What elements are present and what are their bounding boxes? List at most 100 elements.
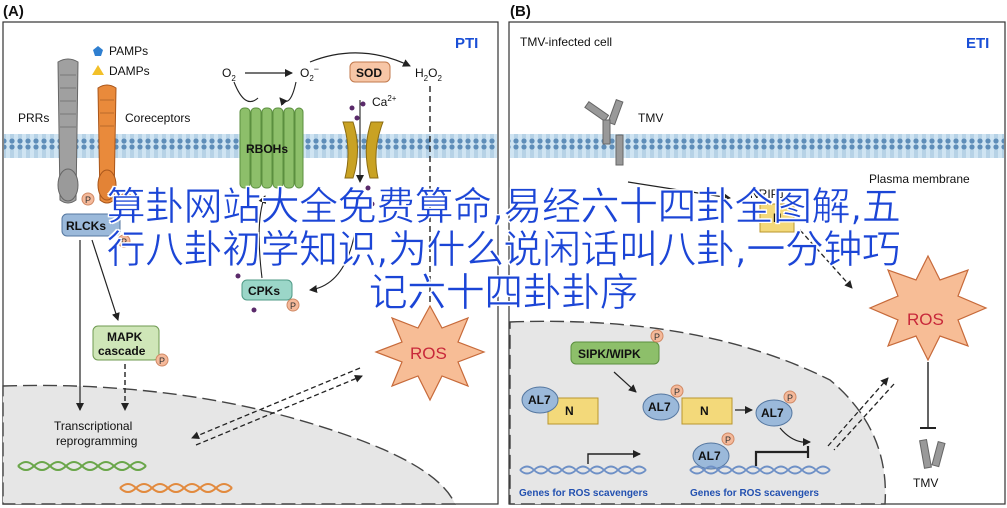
ca-dot-cpk-1: [235, 273, 241, 279]
damps-label: DAMPs: [109, 64, 150, 78]
promoter-arrow-left: [587, 450, 641, 464]
arrow-ros-to-nucleus-a1: [191, 367, 361, 439]
nucleus-a: [2, 384, 457, 505]
phospho-p-2: [119, 192, 133, 206]
phospho-p-b3-label: P: [787, 393, 793, 403]
al7-oval-3: [755, 399, 793, 427]
overlay-line-1: 算卦网站大全免费算命,易经六十四卦全图解,五: [106, 185, 901, 230]
n-label-left: N: [565, 404, 574, 418]
n-label-mid: N: [700, 404, 709, 418]
overlay-watermark-text: 算卦网站大全免费算命,易经六十四卦全图解,五 行八卦初学知识,为什么说闲话叫八卦…: [0, 185, 1007, 316]
ros-burst-b: [868, 254, 988, 362]
n-box-mid: [681, 397, 733, 425]
eti-tag: ETI: [966, 35, 989, 52]
tmv-label-top: TMV: [638, 111, 663, 125]
arrow-al7-release: [779, 427, 811, 446]
rbohs-label: RBOHs: [246, 142, 288, 156]
phospho-p-4: [286, 298, 300, 312]
dna-orange: [119, 483, 233, 493]
dna-blue-right: [689, 465, 831, 475]
plasma-membrane-label: Plasma membrane: [869, 172, 970, 186]
arrow-rlcks-to-mapk: [91, 239, 120, 321]
arrow-nucleus-to-ros-a2: [195, 374, 363, 446]
pamps-label: PAMPs: [109, 44, 148, 58]
cpks-label: CPKs: [248, 284, 280, 298]
panel-a-label: (A): [3, 3, 24, 20]
ros-label-b: ROS: [907, 310, 944, 329]
phospho-p-3: [117, 234, 131, 248]
phospho-p-1: [81, 192, 95, 206]
ca-dot-cpk-2: [251, 307, 257, 313]
prr-receptor: [57, 58, 79, 204]
rlcks-box: [61, 213, 121, 237]
al7-oval-2: [642, 393, 680, 421]
overlay-line-3: 记六十四卦卦序: [368, 271, 639, 316]
sod-label: SOD: [356, 66, 382, 80]
panel-b-label: (B): [510, 3, 531, 20]
al7-label-2: AL7: [648, 400, 671, 414]
arrow-cpks-to-rbohs: [258, 195, 267, 279]
phospho-p-5-label: P: [159, 356, 165, 366]
pamps-pentagon-icon: [93, 46, 103, 56]
phospho-p-b1-label: P: [654, 332, 660, 342]
nrip1-label: NRIP1: [750, 187, 786, 201]
promoter-inhibited-right: [754, 446, 810, 466]
phospho-p-1-label: P: [85, 195, 91, 205]
arc-rbohs-2: [279, 81, 297, 106]
coreceptors-label: Coreceptors: [125, 111, 190, 125]
calcium-label: Ca2+: [372, 94, 397, 109]
tmv-rod-bottom-2: [931, 441, 946, 468]
sod-box: [349, 61, 391, 83]
arrow-tmv-to-nrip1: [627, 181, 731, 201]
phospho-p-b4-label: P: [725, 435, 731, 445]
genes-label-left: Genes for ROS scavengers: [519, 488, 648, 499]
arrow-sipk-to-al7: [613, 371, 637, 393]
cpks-box: [241, 279, 293, 301]
arrow-genes-to-ros-1: [827, 377, 889, 447]
phospho-p-2-label: P: [123, 195, 129, 205]
mapk-label-line2: cascade: [98, 344, 146, 358]
panel-a: (A) PTI PAMPs DAMPs PRRs: [2, 3, 499, 505]
phospho-p-b2: [670, 384, 684, 398]
al7-label-1: AL7: [528, 393, 551, 407]
damps-triangle-icon: [92, 65, 104, 75]
tmv-virus-top: [584, 99, 624, 166]
mapk-label-line1: MAPK: [107, 330, 143, 344]
arc-rbohs-1: [233, 81, 259, 103]
genes-label-right: Genes for ROS scavengers: [690, 488, 819, 499]
rbohs-channel: [239, 107, 304, 189]
tmv-rod-bottom-1: [919, 438, 932, 469]
overlay-line-2: 行八卦初学知识,为什么说闲话叫八卦,一分钟巧: [106, 228, 901, 273]
tmv-label-bottom: TMV: [913, 476, 938, 490]
phospho-p-b4: [721, 432, 735, 446]
h2o2-label: H2O2: [415, 66, 442, 83]
prrs-label: PRRs: [18, 111, 49, 125]
phospho-p-b2-label: P: [674, 387, 680, 397]
n-label-top: N: [773, 211, 782, 225]
o2-label: O2: [222, 66, 236, 83]
phospho-p-5: [155, 353, 169, 367]
rlcks-label: RLCKs: [66, 219, 106, 233]
sipk-wipk-box: [570, 341, 660, 365]
transcription-line2: reprogramming: [56, 434, 137, 448]
dna-blue-left: [519, 465, 647, 475]
phospho-p-b3: [783, 390, 797, 404]
arrow-genes-to-ros-2: [833, 383, 895, 451]
plasma-membrane-b: [510, 134, 1004, 158]
al7-label-3: AL7: [761, 406, 784, 420]
dna-green: [17, 461, 147, 471]
ros-label-a: ROS: [410, 344, 447, 363]
al7-oval-4: [692, 442, 730, 470]
arrow-ca-to-cpks: [309, 231, 356, 293]
coreceptor: [97, 84, 117, 204]
phospho-p-3-label: P: [121, 237, 127, 247]
arrow-sod-to-h2o2: [309, 52, 411, 67]
superoxide-label: O2−: [300, 64, 319, 83]
panel-b: (B) ETI TMV-infected cell Plasma membran…: [508, 3, 1006, 505]
transcription-line1: Transcriptional: [54, 419, 132, 433]
arrow-nrip1-to-ros: [799, 229, 853, 289]
sipk-wipk-label: SIPK/WIPK: [578, 347, 641, 361]
al7-label-4: AL7: [698, 449, 721, 463]
mapk-cascade-box: [92, 325, 160, 361]
